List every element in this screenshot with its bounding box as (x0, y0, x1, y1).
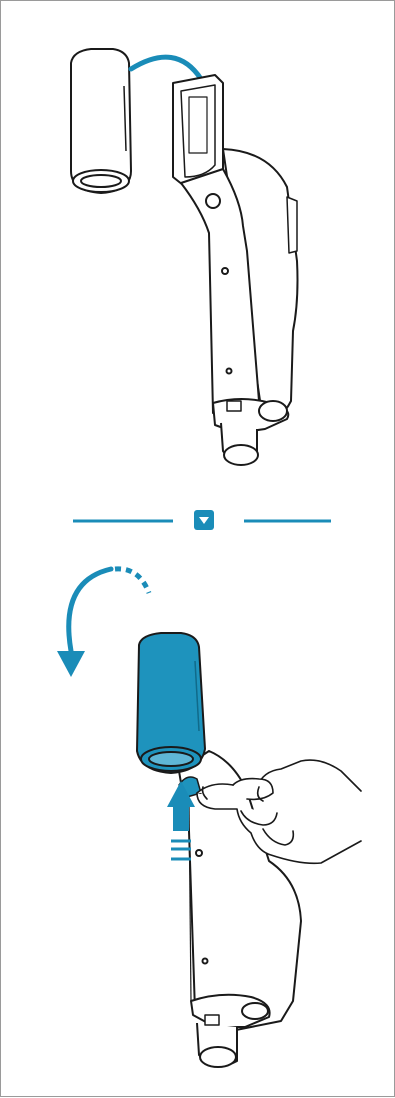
step-separator (73, 510, 331, 530)
battery-pack-teal (137, 633, 205, 773)
battery-pack-loose (71, 49, 131, 193)
top-panel (71, 49, 298, 465)
bottom-panel (57, 569, 361, 1067)
vacuum-handle-top (173, 75, 298, 465)
curved-arrow-rotate-icon (57, 569, 149, 677)
